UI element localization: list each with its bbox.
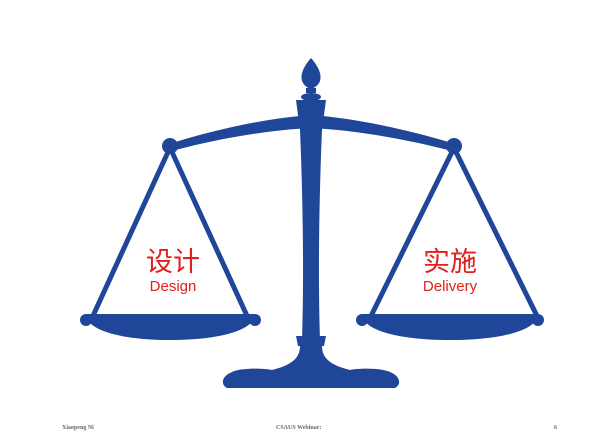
right-label-chinese: 实施 (423, 247, 477, 278)
left-label-chinese: 设计 (146, 247, 200, 278)
footer-title: CSAUS Webinar: (276, 425, 322, 431)
right-label: 实施 Delivery (405, 248, 495, 296)
right-label-english: Delivery (422, 278, 478, 295)
left-label: 设计 Design (128, 248, 218, 296)
left-label-english: Design (149, 278, 197, 295)
page-number: 6 (554, 425, 557, 431)
footer-author: Xiaopeng Ni (62, 425, 94, 431)
